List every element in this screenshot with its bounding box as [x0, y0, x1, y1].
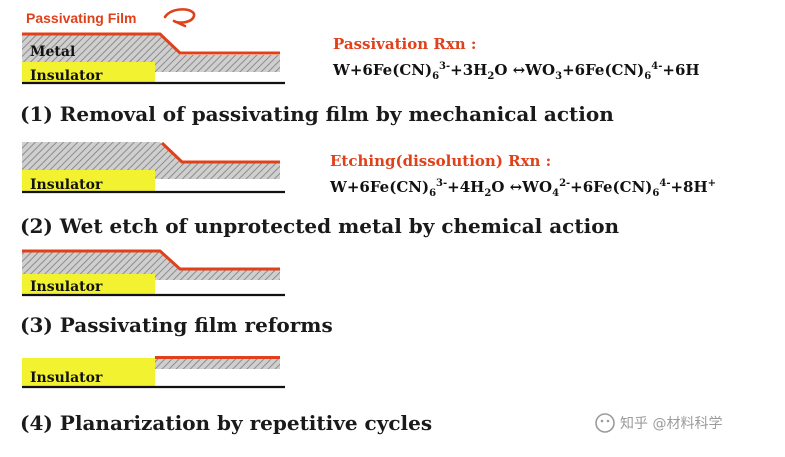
curl-arrow-icon: [163, 8, 196, 28]
passivation-rxn-equation: W+6Fe(CN)63-+3H2O ↔WO3+6Fe(CN)64-+6H: [332, 61, 700, 82]
passivation-rxn-title: Passivation Rxn :: [333, 35, 476, 53]
metal-layer: [22, 142, 280, 179]
watermark-text: 知乎 @材料科学: [620, 415, 722, 432]
metal-layer: [22, 252, 280, 280]
etching-rxn-equation: W+6Fe(CN)63-+4H2O ↔WO42-+6Fe(CN)64-+8H+: [329, 178, 716, 199]
etching-rxn-title: Etching(dissolution) Rxn :: [330, 152, 551, 170]
insulator-label: Insulator: [30, 370, 103, 386]
panel-3-cross-section: Insulator: [22, 249, 285, 297]
metal-label: Metal: [30, 44, 75, 60]
metal-layer: [155, 358, 280, 369]
wechat-icon: [595, 413, 615, 433]
insulator-label: Insulator: [30, 279, 103, 295]
passivating-film: [22, 249, 280, 271]
insulator-label: Insulator: [30, 68, 103, 84]
passivating-film-label: Passivating Film: [26, 10, 136, 26]
step-3-caption: (3) Passivating film reforms: [20, 313, 333, 337]
panel-1-cross-section: Passivating Film Metal Insulator: [22, 8, 285, 85]
insulator-label: Insulator: [30, 177, 103, 193]
watermark: 知乎 @材料科学: [595, 413, 722, 433]
step-4-caption: (4) Planarization by repetitive cycles: [20, 411, 432, 435]
panel-4-cross-section: Insulator: [22, 356, 285, 389]
insulator-layer: [22, 170, 155, 191]
step-2-caption: (2) Wet etch of unprotected metal by che…: [20, 214, 620, 238]
step-1-caption: (1) Removal of passivating film by mecha…: [20, 102, 614, 126]
panel-2-cross-section: Insulator: [22, 141, 285, 194]
metal-layer: [22, 35, 280, 72]
passivating-film: [160, 141, 280, 164]
insulator-layer: [22, 274, 155, 294]
insulator-layer: [22, 358, 155, 386]
insulator-layer: [22, 62, 155, 82]
passivating-film: [22, 32, 280, 55]
